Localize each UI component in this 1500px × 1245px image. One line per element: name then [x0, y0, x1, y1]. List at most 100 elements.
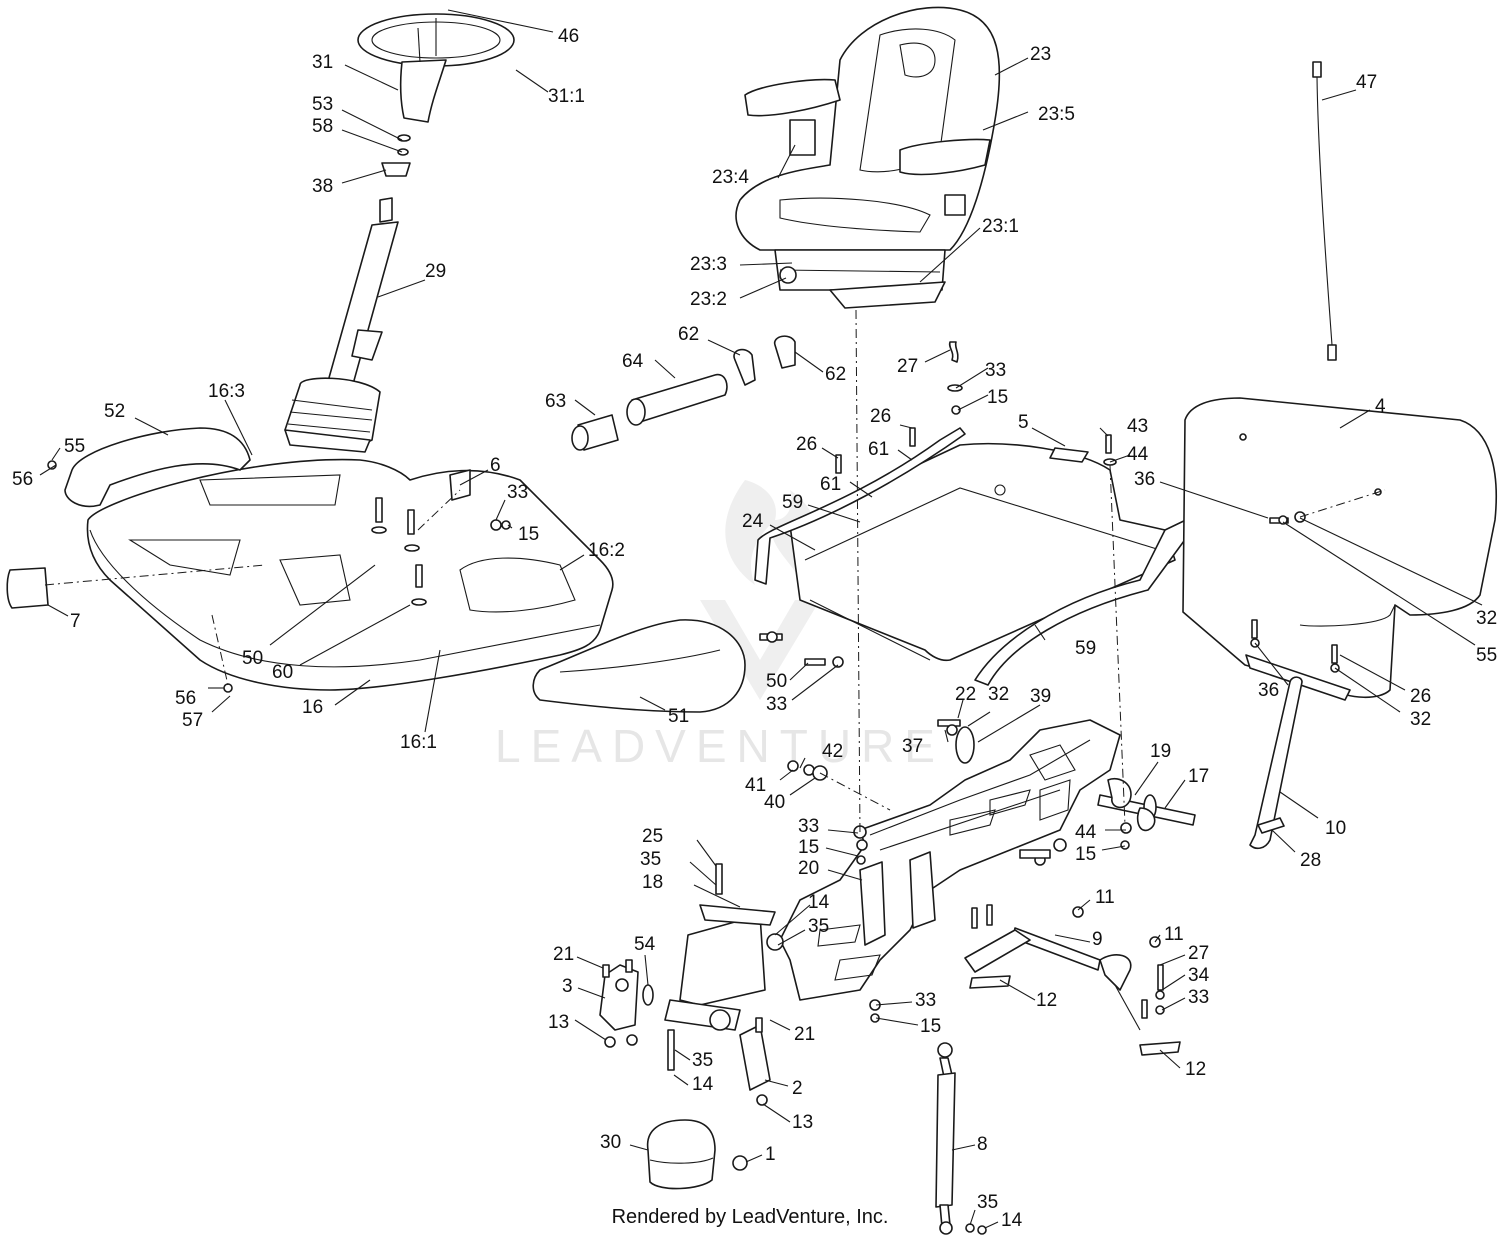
steering-column: [284, 197, 399, 453]
left-foot-platform: [86, 458, 614, 691]
callout: 59: [782, 492, 803, 513]
linkage-rod: [964, 904, 1181, 1056]
callout: 50: [242, 648, 263, 669]
pedal-arm: [1249, 676, 1303, 850]
callout: 27: [897, 356, 918, 377]
steering-wheel: [357, 13, 515, 123]
callout: 32: [988, 684, 1009, 705]
callout: 9: [1092, 929, 1103, 950]
callout: 32: [1476, 608, 1497, 629]
callout: 39: [1030, 686, 1051, 707]
callout: 37: [902, 736, 923, 757]
callout: 53: [312, 94, 333, 115]
callout: 26: [796, 434, 817, 455]
wire-harness: [1312, 61, 1337, 361]
callout: 8: [977, 1134, 988, 1155]
callout: 18: [642, 872, 663, 893]
callout: 52: [104, 401, 125, 422]
callout: 35: [808, 916, 829, 937]
callout: 19: [1150, 741, 1171, 762]
callout: 33: [766, 694, 787, 715]
callout: 35: [640, 849, 661, 870]
manual-tube: [571, 373, 728, 451]
left-rail-trim: [64, 427, 251, 508]
callout: 16:1: [400, 732, 437, 753]
callout: 5: [1018, 412, 1029, 433]
callout: 50: [766, 671, 787, 692]
callout: 61: [820, 474, 841, 495]
steering-mount-brackets: [599, 959, 771, 1106]
callout: 2: [792, 1078, 803, 1099]
callout: 33: [1188, 987, 1209, 1008]
platform-pad: [6, 567, 49, 609]
callout: 58: [312, 116, 333, 137]
callout: 56: [12, 469, 33, 490]
callout: 12: [1185, 1059, 1206, 1080]
callout: 23:5: [1038, 104, 1075, 125]
callout: 33: [985, 360, 1006, 381]
tube-clamps: [733, 335, 796, 386]
callout: 14: [692, 1074, 714, 1095]
callout: 56: [175, 688, 196, 709]
footer-credit: Rendered by LeadVenture, Inc.: [611, 1206, 889, 1228]
callout: 40: [764, 792, 785, 813]
fender-cover: [532, 619, 746, 713]
callout: 44: [1127, 444, 1149, 465]
callout: 47: [1356, 72, 1377, 93]
callout: 57: [182, 710, 203, 731]
callout: 59: [1075, 638, 1096, 659]
callout: 27: [1188, 943, 1209, 964]
callout: 14: [1001, 1210, 1023, 1231]
operator-seat: [735, 6, 1001, 291]
misc-hardware: [869, 999, 881, 1023]
callout: 55: [1476, 645, 1497, 666]
callout: 28: [1300, 850, 1321, 871]
callout: 62: [825, 364, 846, 385]
callout: 30: [600, 1132, 621, 1153]
callout: 23:4: [712, 167, 749, 188]
callout: 31: [312, 52, 333, 73]
callout: 21: [794, 1024, 815, 1045]
callout: 17: [1188, 766, 1209, 787]
callout: 16:2: [588, 540, 625, 561]
callout: 36: [1258, 680, 1279, 701]
callout: 26: [1410, 686, 1431, 707]
footer: Rendered by LeadVenture, Inc.: [0, 1206, 1500, 1229]
seat-pan-hardware: [759, 341, 1117, 668]
callout: 41: [745, 775, 766, 796]
callout: 44: [1075, 822, 1097, 843]
callout: 43: [1127, 416, 1148, 437]
callout: 38: [312, 176, 333, 197]
callout: 15: [798, 837, 819, 858]
callout: 6: [490, 455, 501, 476]
callout: 61: [868, 439, 889, 460]
callout: 35: [692, 1050, 713, 1071]
rear-cover: [1182, 397, 1498, 701]
callout: 20: [798, 858, 819, 879]
callout: 55: [64, 436, 85, 457]
callout: 23: [1030, 44, 1051, 65]
callout: 29: [425, 261, 446, 282]
callout: 3: [562, 976, 573, 997]
callout: 42: [822, 741, 843, 762]
callout: 33: [798, 816, 819, 837]
seat-pan: [789, 442, 1176, 662]
callout: 25: [642, 826, 663, 847]
callout: 13: [792, 1112, 813, 1133]
callout: 34: [1188, 965, 1210, 986]
callout: 31:1: [548, 86, 585, 107]
callout: 64: [622, 351, 644, 372]
leader-lines: [39, 9, 1483, 1229]
callout: 15: [1075, 844, 1096, 865]
callout-labels: 46 31 31:1 53 58 38 29 52 16:3 55 56 6 3…: [12, 26, 1497, 1231]
callout: 54: [634, 934, 656, 955]
callout: 21: [553, 944, 574, 965]
platform-hardware: [47, 460, 511, 693]
pivot-bracket: [664, 863, 784, 1071]
callout: 4: [1375, 396, 1386, 417]
callout: 11: [1164, 924, 1184, 945]
alignment-lines: [44, 309, 1386, 836]
callout: 15: [987, 387, 1008, 408]
callout: 46: [558, 26, 579, 47]
callout: 7: [70, 611, 81, 632]
